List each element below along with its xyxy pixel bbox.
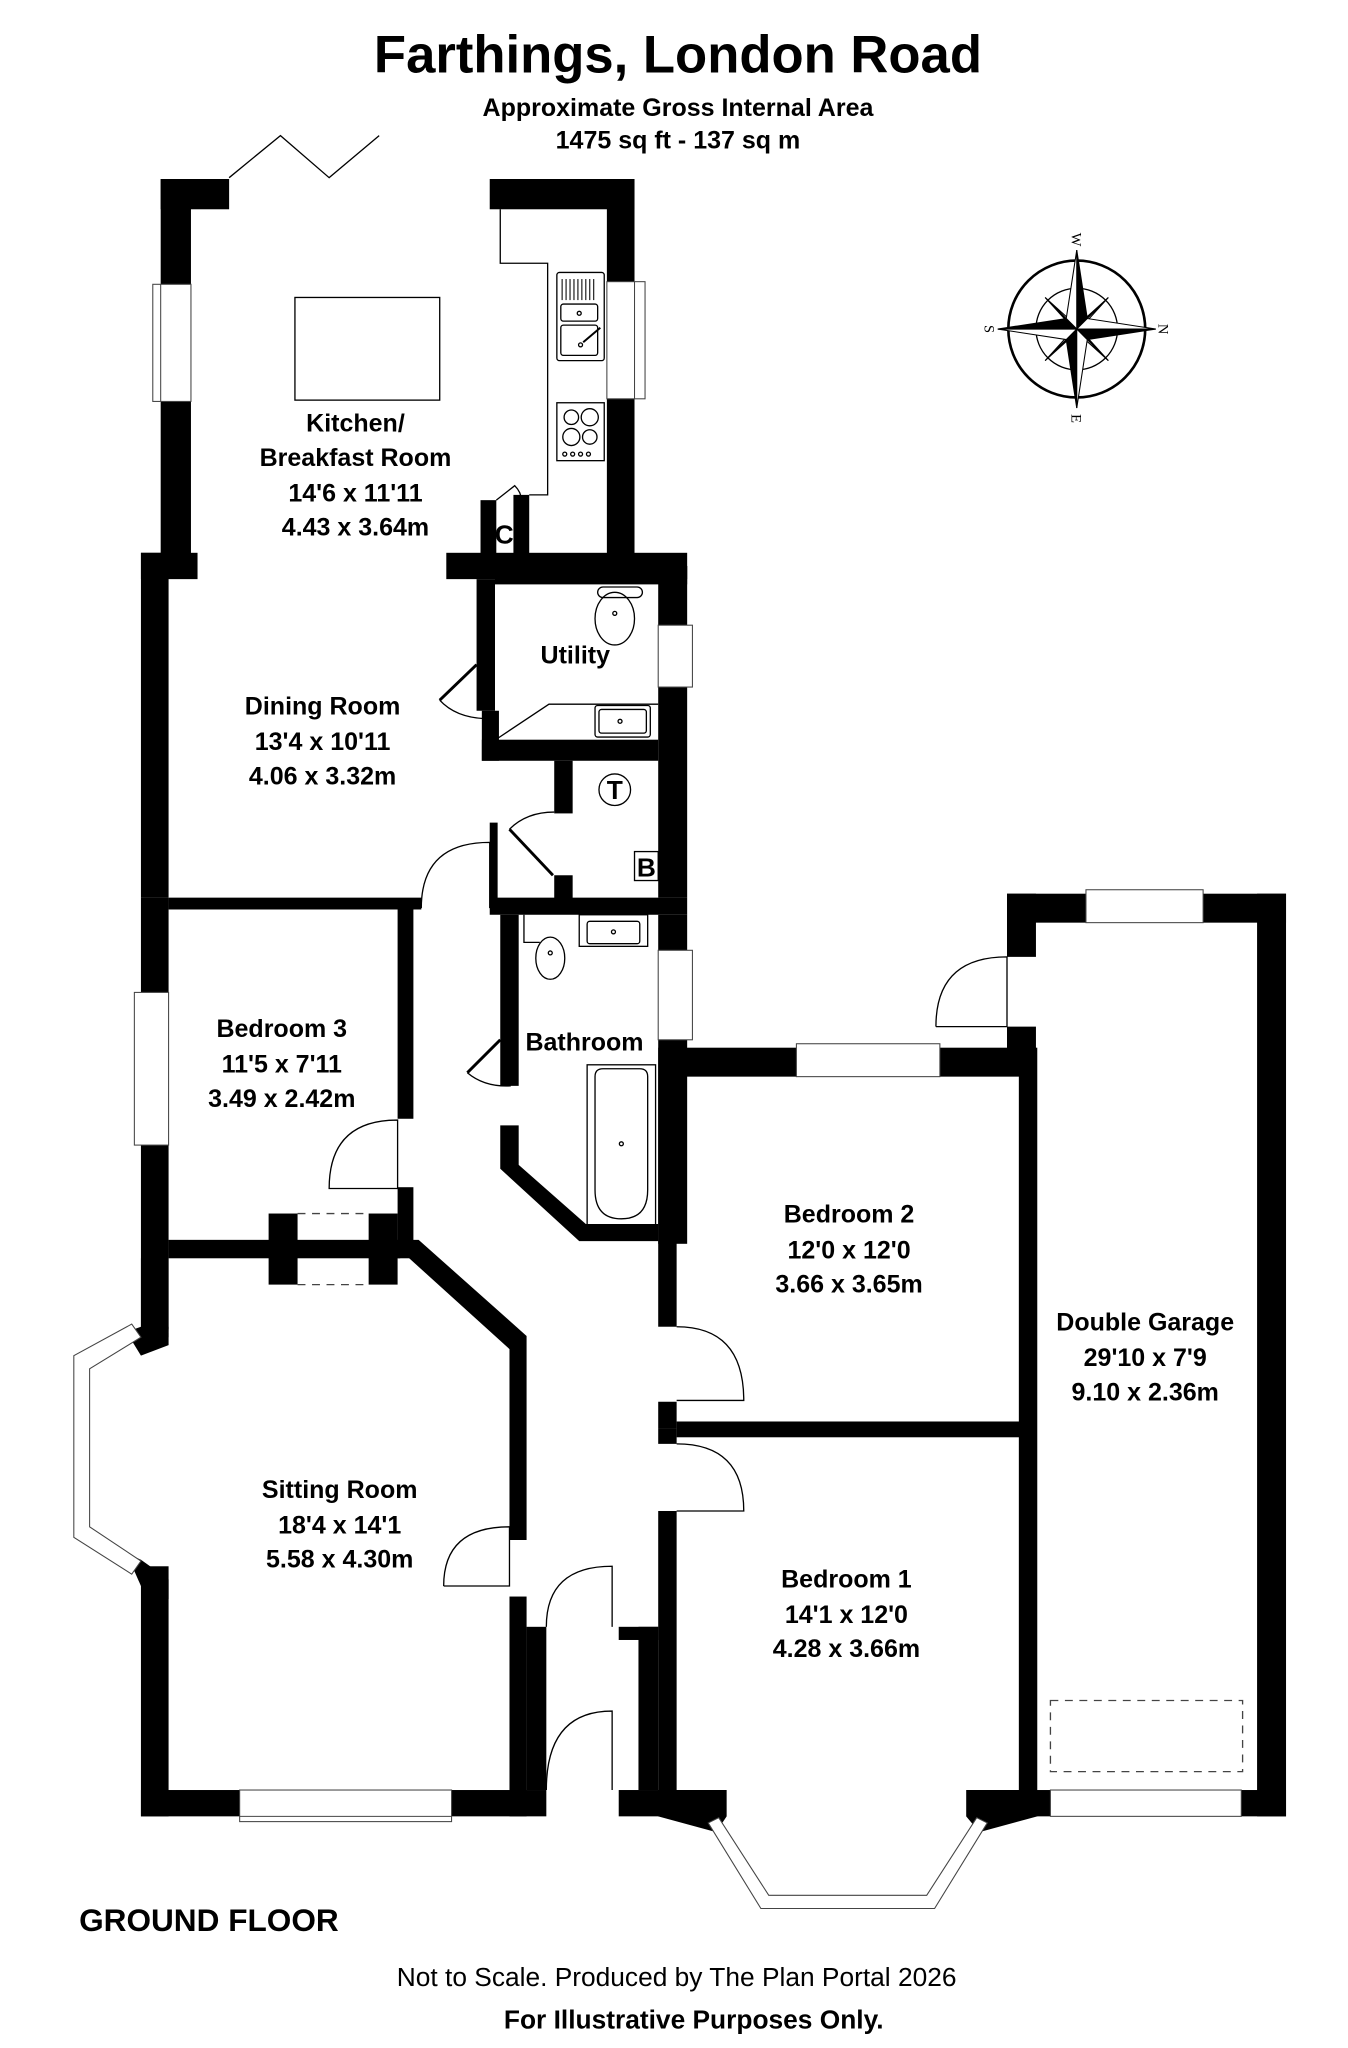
hall-inner-door[interactable] [545,1565,613,1627]
bathroom-name: Bathroom [525,1028,643,1056]
sitting-name: Sitting Room [262,1476,418,1504]
bedroom2-name: Bedroom 2 [784,1201,915,1229]
bedroom1-imperial: 14'1 x 12'0 [785,1601,908,1629]
closet-walls [489,760,688,915]
dining-name: Dining Room [245,693,401,721]
bedroom1-door[interactable] [676,1443,745,1512]
garage-walls [1006,893,1287,1817]
kitchen-walls [160,179,635,557]
garage-side-door[interactable] [935,956,1008,1028]
garage-metric: 9.10 x 2.36m [1072,1378,1219,1406]
plan-title: Farthings, London Road [374,25,982,84]
floor-label: GROUND FLOOR [79,1902,339,1938]
kitchen-window-left [152,283,192,402]
garage-storage-outline [1049,1699,1244,1773]
bathroom-basin-icon [578,914,649,948]
bedroom2-door[interactable] [676,1326,745,1402]
bathroom-wc-icon [523,914,566,980]
garage-door[interactable] [1049,1789,1242,1817]
sitting-door[interactable] [443,1526,511,1587]
dining-imperial: 13'4 x 10'11 [255,728,391,756]
garage-rear-window [1085,889,1204,924]
closet-door[interactable] [508,811,555,876]
kitchen-imperial: 14'6 x 11'11 [288,479,422,507]
utility-name: Utility [541,641,611,669]
bedroom1-name: Bedroom 1 [781,1565,912,1593]
bedroom1-walls [658,1428,1038,1833]
kitchen-name-2: Breakfast Room [260,444,452,472]
compass-rose-icon: W N E S [981,233,1171,423]
bedroom1-bay-window [707,1816,989,1910]
bathtub-icon [586,1064,657,1227]
bedroom2-metric: 3.66 x 3.65m [775,1271,922,1299]
bedroom3-window [133,991,170,1146]
toilet-icon [594,586,644,646]
kitchen-worktop [499,209,549,496]
footer-disclaimer: Not to Scale. Produced by The Plan Porta… [397,1962,957,1992]
bedroom3-name: Bedroom 3 [216,1015,347,1043]
cupboard-marker: C [495,520,514,550]
sitting-imperial: 18'4 x 14'1 [278,1511,401,1539]
cupboard-door[interactable] [495,484,522,501]
utility-worktop [497,703,659,739]
svg-text:T: T [607,775,623,805]
kitchen-window-right [606,281,646,400]
compass-s-label: S [981,325,997,333]
utility-window [657,624,693,688]
dining-door[interactable] [420,841,491,909]
bedroom3-door[interactable] [328,1119,399,1190]
bedroom3-walls [140,897,414,1330]
bedroom1-metric: 4.28 x 3.66m [773,1635,920,1663]
tank-icon: T [598,773,632,807]
bifold-door[interactable] [228,134,380,179]
bedroom3-metric: 3.49 x 2.42m [208,1085,355,1113]
dining-metric: 4.06 x 3.32m [249,762,396,790]
area-subtitle: Approximate Gross Internal Area [483,94,875,122]
hob-icon [556,402,605,462]
compass-w-label: W [1067,233,1083,247]
svg-text:B: B [637,853,656,883]
kitchen-name-1: Kitchen/ [306,410,405,438]
area-value: 1475 sq ft - 137 sq m [556,127,801,155]
sink-icon [556,271,605,362]
bedroom3-imperial: 11'5 x 7'11 [222,1051,342,1079]
bathroom-window [657,949,693,1041]
garage-imperial: 29'10 x 7'9 [1084,1344,1207,1372]
compass-e-label: E [1067,414,1083,423]
footer-illustrative: For Illustrative Purposes Only. [504,2004,884,2034]
boiler-icon: B [633,850,659,883]
garage-name: Double Garage [1056,1309,1234,1337]
utility-basin-icon [594,704,651,738]
compass-n-label: N [1154,324,1170,335]
kitchen-island [294,296,441,401]
dining-walls [140,552,688,910]
sitting-bay-window [73,1323,142,1575]
sitting-metric: 5.58 x 4.30m [266,1546,413,1574]
bedroom2-imperial: 12'0 x 12'0 [787,1236,910,1264]
front-door[interactable] [545,1710,613,1791]
utility-walls [481,565,688,898]
bedroom2-window [795,1043,941,1078]
kitchen-metric: 4.43 x 3.64m [282,514,429,542]
bedroom2-walls [658,1047,1038,1817]
